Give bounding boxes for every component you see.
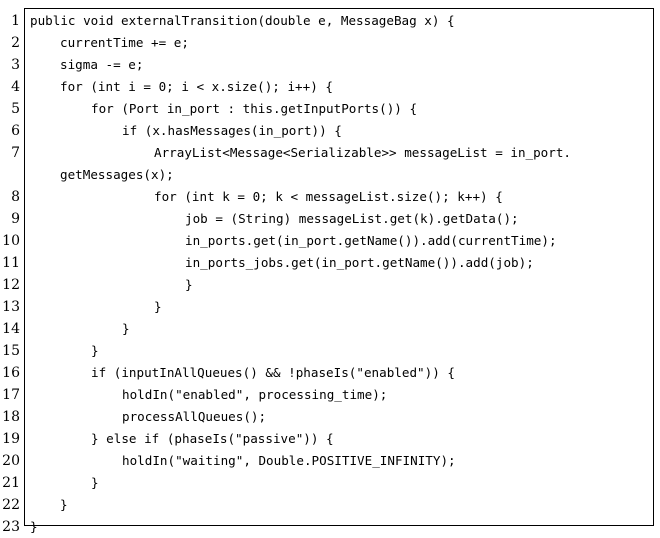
line-number: 15 bbox=[2, 343, 20, 359]
code-text: in_ports.get(in_port.getName()).add(curr… bbox=[185, 233, 557, 248]
code-text: } bbox=[30, 519, 38, 534]
line-number: 7 bbox=[11, 145, 20, 161]
code-line: 17 holdIn("enabled", processing_time); bbox=[0, 384, 660, 406]
line-number: 20 bbox=[2, 453, 20, 469]
line-number: 1 bbox=[11, 13, 20, 29]
code-line: 21 } bbox=[0, 472, 660, 494]
code-line: 9 job = (String) messageList.get(k).getD… bbox=[0, 208, 660, 230]
code-text: holdIn("waiting", Double.POSITIVE_INFINI… bbox=[122, 453, 456, 468]
code-text: for (int k = 0; k < messageList.size(); … bbox=[154, 189, 503, 204]
code-text: } else if (phaseIs("passive")) { bbox=[91, 431, 334, 446]
code-text: sigma -= e; bbox=[60, 57, 144, 72]
code-text: } bbox=[154, 299, 162, 314]
line-number: 12 bbox=[2, 277, 20, 293]
code-text: for (int i = 0; i < x.size(); i++) { bbox=[60, 79, 333, 94]
code-line: 15 } bbox=[0, 340, 660, 362]
line-number: 18 bbox=[2, 409, 20, 425]
code-line: 23 } bbox=[0, 516, 660, 538]
line-number: 19 bbox=[2, 431, 20, 447]
code-line: 5 for (Port in_port : this.getInputPorts… bbox=[0, 98, 660, 120]
code-line: 20 holdIn("waiting", Double.POSITIVE_INF… bbox=[0, 450, 660, 472]
line-number: 3 bbox=[11, 57, 20, 73]
code-text: } bbox=[91, 475, 99, 490]
code-text: public void externalTransition(double e,… bbox=[30, 13, 455, 28]
code-text: holdIn("enabled", processing_time); bbox=[122, 387, 388, 402]
line-number: 16 bbox=[2, 365, 20, 381]
line-number: 9 bbox=[11, 211, 20, 227]
code-line: 3 sigma -= e; bbox=[0, 54, 660, 76]
code-line: 12 } bbox=[0, 274, 660, 296]
line-number: 8 bbox=[11, 189, 20, 205]
code-text: } bbox=[185, 277, 193, 292]
code-text: currentTime += e; bbox=[60, 35, 189, 50]
code-line: 2 currentTime += e; bbox=[0, 32, 660, 54]
code-line: 16 if (inputInAllQueues() && !phaseIs("e… bbox=[0, 362, 660, 384]
code-text: if (x.hasMessages(in_port)) { bbox=[122, 123, 342, 138]
code-line: 11 in_ports_jobs.get(in_port.getName()).… bbox=[0, 252, 660, 274]
line-number: 13 bbox=[2, 299, 20, 315]
code-text: } bbox=[122, 321, 130, 336]
line-number: 4 bbox=[11, 79, 20, 95]
line-number: 22 bbox=[2, 497, 20, 513]
line-number: 23 bbox=[2, 519, 20, 535]
code-text: } bbox=[91, 343, 99, 358]
code-line: 6 if (x.hasMessages(in_port)) { bbox=[0, 120, 660, 142]
line-number: 17 bbox=[2, 387, 20, 403]
code-text: in_ports_jobs.get(in_port.getName()).add… bbox=[185, 255, 534, 270]
code-line: 8 for (int k = 0; k < messageList.size()… bbox=[0, 186, 660, 208]
line-number: 14 bbox=[2, 321, 20, 337]
code-line: 4 for (int i = 0; i < x.size(); i++) { bbox=[0, 76, 660, 98]
code-text: job = (String) messageList.get(k).getDat… bbox=[185, 211, 519, 226]
code-text: if (inputInAllQueues() && !phaseIs("enab… bbox=[91, 365, 455, 380]
code-frame bbox=[24, 8, 654, 526]
code-line: 18 processAllQueues(); bbox=[0, 406, 660, 428]
code-text: } bbox=[60, 497, 68, 512]
line-number: 2 bbox=[11, 35, 20, 51]
code-line: 1 public void externalTransition(double … bbox=[0, 10, 660, 32]
line-number: 11 bbox=[2, 255, 20, 271]
code-text: getMessages(x); bbox=[60, 167, 174, 182]
code-line: 19 } else if (phaseIs("passive")) { bbox=[0, 428, 660, 450]
code-line: 14 } bbox=[0, 318, 660, 340]
code-line-continuation: getMessages(x); bbox=[0, 164, 660, 186]
code-line: 22 } bbox=[0, 494, 660, 516]
line-number: 10 bbox=[2, 233, 20, 249]
code-text: processAllQueues(); bbox=[122, 409, 267, 424]
code-line: 7 ArrayList<Message<Serializable>> messa… bbox=[0, 142, 660, 164]
line-number: 21 bbox=[2, 475, 20, 491]
code-line: 13 } bbox=[0, 296, 660, 318]
code-text: ArrayList<Message<Serializable>> message… bbox=[154, 145, 572, 160]
line-number: 5 bbox=[11, 101, 20, 117]
code-text: for (Port in_port : this.getInputPorts()… bbox=[91, 101, 418, 116]
line-number: 6 bbox=[11, 123, 20, 139]
code-line: 10 in_ports.get(in_port.getName()).add(c… bbox=[0, 230, 660, 252]
